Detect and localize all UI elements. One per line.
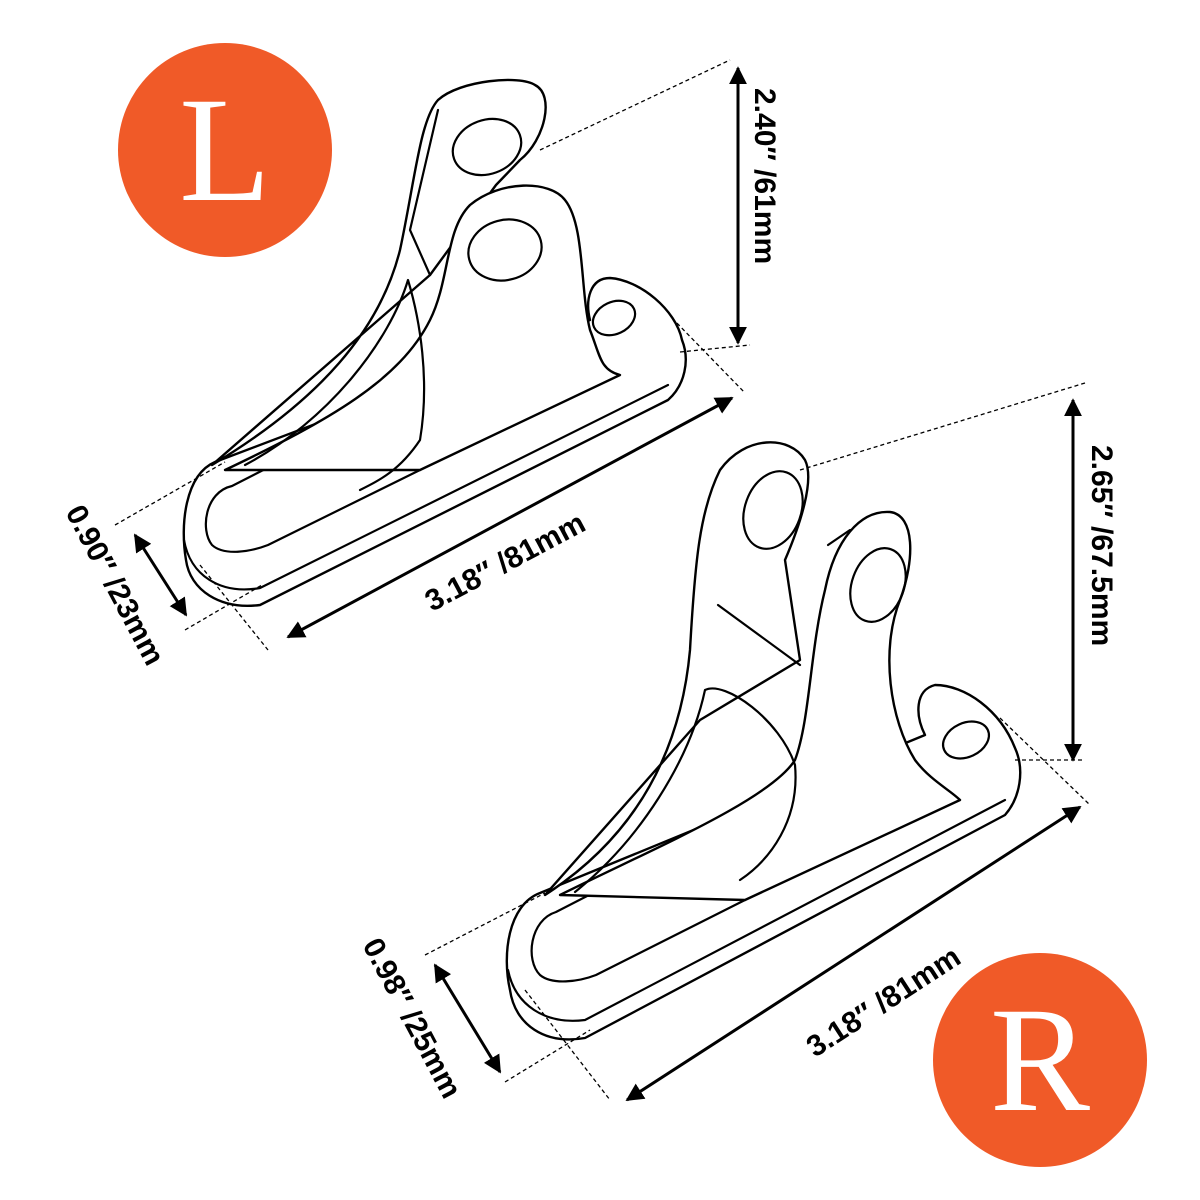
right-plate-thickness [506,798,1007,1022]
left-rear-ridge [408,108,440,277]
right-badge-letter: R [990,977,1090,1143]
right-length-arrow [625,805,1082,1102]
right-rear-ridge [716,603,802,667]
left-rear-hole [451,117,523,177]
right-height-label: 2.65″ /67.5mm [1085,445,1118,646]
right-front-hole [849,547,907,623]
left-height-label: 2.40″ /61mm [748,88,781,264]
left-badge: L [118,43,332,257]
left-width-label: 0.90″ /23mm [59,500,171,671]
left-slot [204,393,422,553]
left-badge-letter: L [179,67,271,233]
right-slot [530,818,747,983]
left-length-label: 3.18″ /81mm [420,506,591,618]
left-badge-circle [118,43,332,257]
right-rear-hole [742,470,804,550]
left-length-arrow [286,396,734,639]
right-width-arrow [433,963,502,1074]
right-base-hole [941,720,991,760]
right-front-ear [558,510,962,902]
right-width-label: 0.98″ /25mm [356,933,468,1104]
left-base-hole [591,299,637,337]
left-width-arrow [133,533,188,617]
right-badge: R [933,953,1147,1167]
left-front-hole [467,218,543,282]
left-rear-ear [210,78,547,467]
right-rear-ear [543,441,810,897]
